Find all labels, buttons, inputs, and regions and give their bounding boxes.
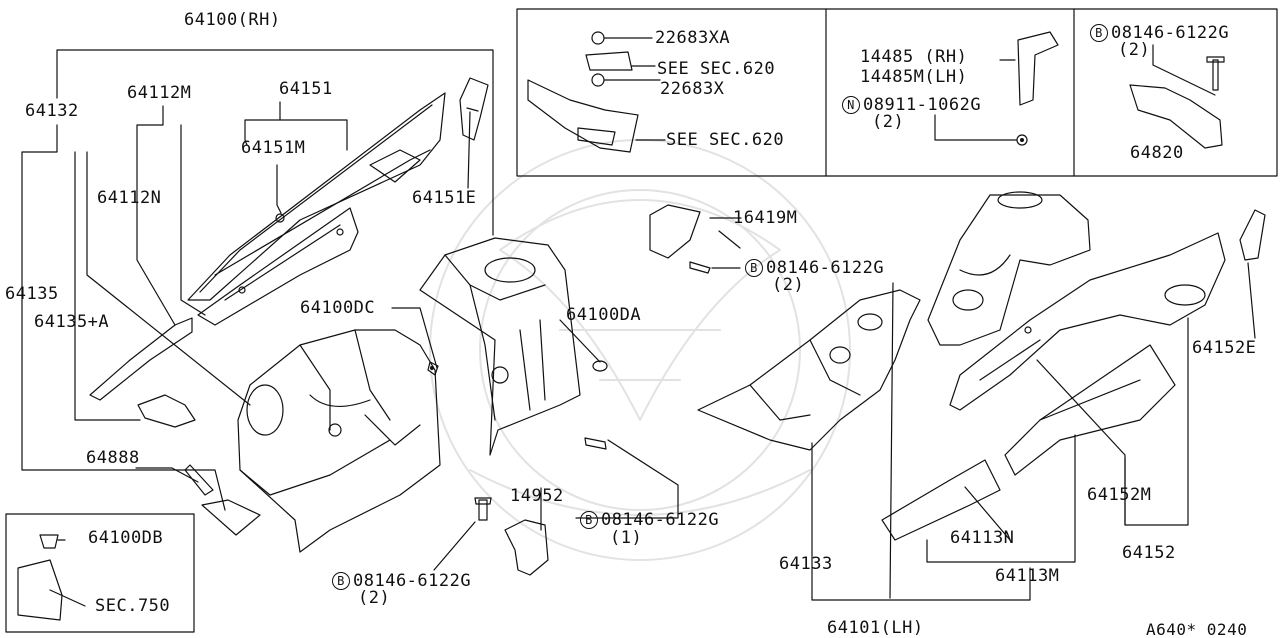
label-16419m: 16419M bbox=[733, 208, 798, 228]
part-64152e bbox=[1239, 209, 1266, 261]
part-64101-lh bbox=[697, 289, 921, 451]
label-14952: 14952 bbox=[510, 486, 564, 506]
bolt-b-icon: B bbox=[745, 259, 763, 277]
part-64132 bbox=[201, 499, 261, 536]
label-bolt-center-qty: (1) bbox=[610, 528, 643, 548]
bolt-64820-part: 08146-6122G bbox=[1111, 23, 1230, 43]
bolt-center-part: 08146-6122G bbox=[601, 510, 720, 530]
label-64133: 64133 bbox=[779, 554, 833, 574]
bolt-16419-part: 08146-6122G bbox=[766, 258, 885, 278]
part-64112 bbox=[197, 207, 359, 326]
part-64101-strut-tower bbox=[927, 191, 1091, 346]
bolt-lower-part: 08146-6122G bbox=[353, 571, 472, 591]
label-64100da: 64100DA bbox=[566, 305, 642, 325]
inset-box-top bbox=[516, 8, 1278, 177]
label-bolt-64820-qty: (2) bbox=[1118, 40, 1151, 60]
label-sec750: SEC.750 bbox=[95, 596, 171, 616]
label-64112m: 64112M bbox=[127, 83, 192, 103]
part-16419m bbox=[649, 204, 701, 259]
label-64113m: 64113M bbox=[995, 566, 1060, 586]
label-64100dc: 64100DC bbox=[300, 298, 376, 318]
part-14485 bbox=[1017, 31, 1059, 106]
part-64820 bbox=[1129, 84, 1223, 149]
label-64101-lh: 64101(LH) bbox=[827, 618, 924, 638]
bolt-b-icon: B bbox=[1090, 24, 1108, 42]
part-64100da bbox=[592, 360, 608, 372]
diagram-code: A640* 0240 bbox=[1146, 620, 1248, 638]
bolt-b-icon: B bbox=[580, 511, 598, 529]
label-see-sec620-b: SEE SEC.620 bbox=[666, 130, 785, 150]
label-bolt-lower-qty: (2) bbox=[358, 588, 391, 608]
label-14485-rh: 14485 (RH) bbox=[860, 47, 968, 67]
part-14952 bbox=[504, 519, 549, 576]
part-64100-strut-tower bbox=[419, 237, 581, 456]
label-64151m: 64151M bbox=[241, 138, 306, 158]
label-64151e: 64151E bbox=[412, 188, 477, 208]
part-64113n bbox=[881, 459, 1001, 541]
nut-n-icon: N bbox=[842, 96, 860, 114]
label-64132: 64132 bbox=[25, 101, 79, 121]
part-sec750 bbox=[17, 559, 63, 621]
label-nut-qty: (2) bbox=[872, 112, 905, 132]
inset-box-bottom-left bbox=[5, 513, 195, 633]
bolt-lower bbox=[478, 499, 488, 521]
part-64113 bbox=[1004, 344, 1176, 476]
label-64888: 64888 bbox=[86, 448, 140, 468]
nut-part: 08911-1062G bbox=[863, 95, 982, 115]
label-64113n: 64113N bbox=[950, 528, 1015, 548]
bolt-center bbox=[584, 437, 607, 450]
part-64151e bbox=[459, 77, 489, 141]
label-64820: 64820 bbox=[1130, 143, 1184, 163]
label-64100-rh: 64100(RH) bbox=[184, 10, 281, 30]
part-64888 bbox=[184, 464, 214, 496]
part-64135 bbox=[89, 317, 193, 401]
clip-64100db-icon bbox=[39, 534, 59, 549]
part-64152 bbox=[949, 232, 1226, 411]
label-64135a: 64135+A bbox=[34, 312, 110, 332]
label-64152e: 64152E bbox=[1192, 338, 1257, 358]
label-see-sec620-a: SEE SEC.620 bbox=[657, 59, 776, 79]
part-64151 bbox=[187, 92, 446, 301]
label-22683xa: 22683XA bbox=[655, 28, 731, 48]
label-64151: 64151 bbox=[279, 79, 333, 99]
part-64135a bbox=[137, 394, 196, 428]
label-64100db: 64100DB bbox=[88, 528, 164, 548]
label-22683x: 22683X bbox=[660, 79, 725, 99]
label-bolt-16419-qty: (2) bbox=[772, 275, 805, 295]
part-sec620-rail bbox=[527, 79, 639, 153]
label-64152m: 64152M bbox=[1087, 485, 1152, 505]
bolt-b-icon: B bbox=[332, 572, 350, 590]
label-64112n: 64112N bbox=[97, 188, 162, 208]
label-64135: 64135 bbox=[5, 284, 59, 304]
label-64152: 64152 bbox=[1122, 543, 1176, 563]
label-14485-lh: 14485M(LH) bbox=[860, 67, 968, 87]
part-64100-wheel-housing bbox=[237, 329, 441, 553]
